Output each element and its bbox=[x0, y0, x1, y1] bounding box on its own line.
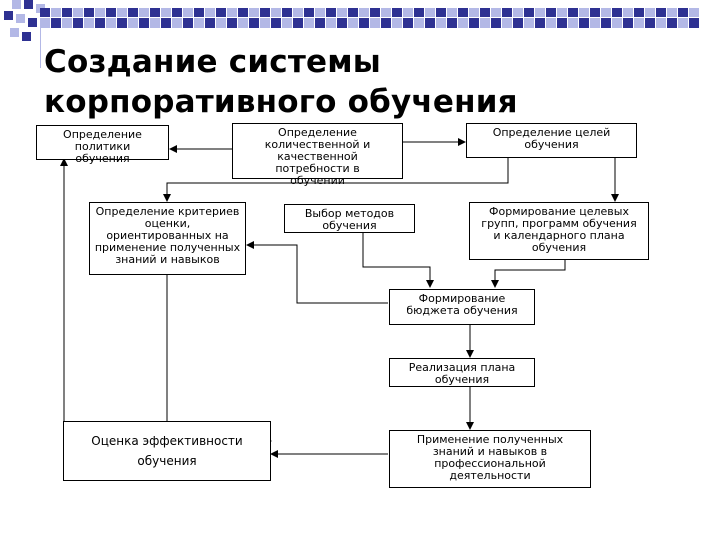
arrow-groups-to-budget bbox=[491, 260, 566, 288]
node-budget-label: Формирование бюджета обучения bbox=[406, 292, 518, 317]
arrow-budget-to-criteria bbox=[246, 241, 388, 304]
node-budget: Формирование бюджета обучения bbox=[389, 289, 535, 325]
node-evaluation: Оценка эффективности обучения bbox=[63, 421, 271, 481]
deco-square bbox=[10, 28, 19, 37]
node-application: Применение полученных знаний и навыков в… bbox=[389, 430, 591, 488]
arrow-methods-to-budget bbox=[362, 233, 434, 288]
deco-square bbox=[28, 18, 37, 27]
node-policy: Определение политики обучения bbox=[36, 125, 169, 165]
node-needs: Определение количественной и качественно… bbox=[232, 123, 403, 187]
node-groups: Формирование целевых групп, программ обу… bbox=[469, 202, 649, 260]
node-groups-label: Формирование целевых групп, программ обу… bbox=[481, 205, 637, 254]
side-accent-line bbox=[40, 28, 41, 68]
arrow-criteria-to-evaluation bbox=[166, 275, 272, 445]
deco-square bbox=[22, 32, 31, 41]
node-goals-label: Определение целей обучения bbox=[492, 126, 611, 151]
node-methods-label: Выбор методов обучения bbox=[304, 207, 395, 232]
node-needs-label: Определение количественной и качественно… bbox=[264, 126, 371, 187]
node-goals: Определение целей обучения bbox=[466, 123, 637, 158]
node-methods: Выбор методов обучения bbox=[284, 204, 415, 233]
arrow-goals-to-criteria bbox=[163, 158, 509, 202]
deco-square bbox=[4, 11, 13, 20]
deco-square bbox=[24, 0, 33, 9]
node-realization-label: Реализация плана обучения bbox=[408, 361, 516, 386]
node-criteria-label: Определение критериев оценки, ориентиров… bbox=[94, 205, 241, 266]
node-application-label: Применение полученных знаний и навыков в… bbox=[416, 433, 564, 482]
deco-square bbox=[12, 0, 21, 9]
node-policy-label: Определение политики обучения bbox=[63, 128, 142, 165]
slide-title: Создание системы корпоративного обучения bbox=[44, 44, 518, 120]
deco-square bbox=[16, 14, 25, 23]
node-evaluation-label: Оценка эффективности обучения bbox=[91, 434, 243, 468]
node-criteria: Определение критериев оценки, ориентиров… bbox=[89, 202, 246, 275]
node-realization: Реализация плана обучения bbox=[389, 358, 535, 387]
checker-grid-lines bbox=[40, 8, 700, 28]
